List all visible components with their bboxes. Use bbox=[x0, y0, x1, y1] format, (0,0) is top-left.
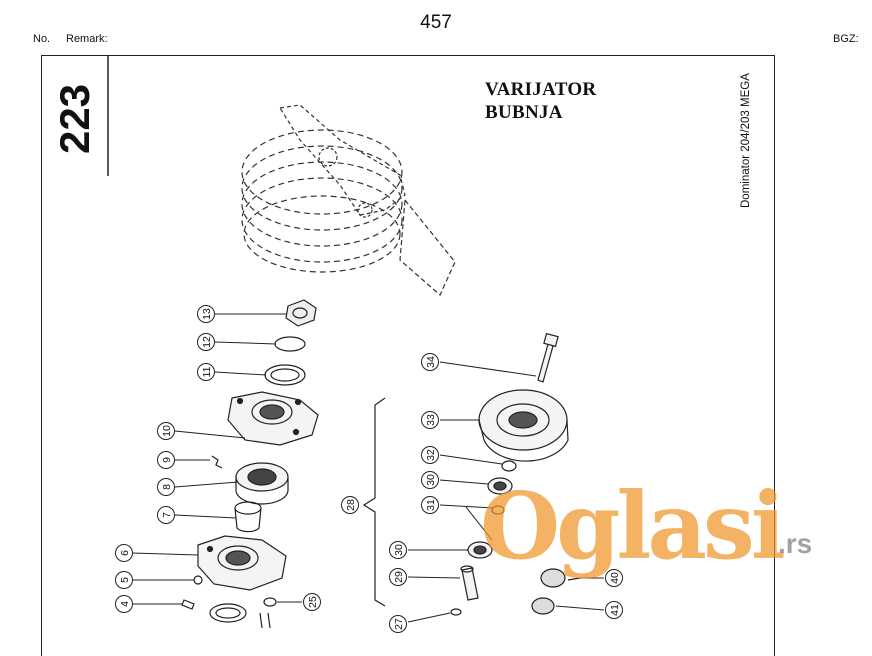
title-line-1: VARIJATOR bbox=[485, 79, 597, 100]
callout-34: 34 bbox=[421, 353, 439, 371]
title-line-2: BUBNJA bbox=[485, 102, 563, 123]
callout-9: 9 bbox=[157, 451, 175, 469]
page-number: 457 bbox=[420, 12, 452, 33]
callout-32: 32 bbox=[421, 446, 439, 464]
callout-12: 12 bbox=[197, 333, 215, 351]
callout-33: 33 bbox=[421, 411, 439, 429]
bgz-label: BGZ: bbox=[833, 33, 859, 45]
callout-5: 5 bbox=[115, 571, 133, 589]
remark-label: Remark: bbox=[66, 33, 108, 45]
callout-31: 31 bbox=[421, 496, 439, 514]
callout-10: 10 bbox=[157, 422, 175, 440]
watermark-suffix: .rs bbox=[778, 528, 813, 559]
exploded-parts-drawing bbox=[107, 56, 605, 628]
callout-30: 30 bbox=[421, 471, 439, 489]
diagram-frame bbox=[41, 55, 775, 656]
callout-6: 6 bbox=[115, 544, 133, 562]
callout-11: 11 bbox=[197, 363, 215, 381]
callout-13: 13 bbox=[197, 305, 215, 323]
callout-27: 27 bbox=[389, 615, 407, 633]
callout-30: 30 bbox=[389, 541, 407, 559]
callout-8: 8 bbox=[157, 478, 175, 496]
callout-7: 7 bbox=[157, 506, 175, 524]
callout-4: 4 bbox=[115, 595, 133, 613]
no-label: No. bbox=[33, 33, 51, 45]
callout-29: 29 bbox=[389, 568, 407, 586]
callout-28: 28 bbox=[341, 496, 359, 514]
overview-drum bbox=[241, 104, 456, 296]
watermark-text: Oglasi bbox=[480, 472, 786, 580]
callout-41: 41 bbox=[605, 601, 623, 619]
callout-25: 25 bbox=[303, 593, 321, 611]
